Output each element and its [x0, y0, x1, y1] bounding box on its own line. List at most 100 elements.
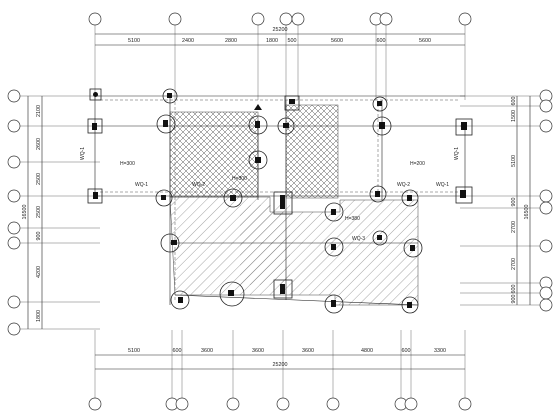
- axis-bubble: [7, 189, 21, 203]
- column: [324, 294, 344, 314]
- axis-bubble: [539, 201, 553, 215]
- slab-regions: [169, 104, 419, 306]
- column: [223, 188, 243, 208]
- column: [219, 281, 245, 307]
- north-marker: [254, 104, 262, 110]
- left-dim-1: 2100: [36, 105, 42, 117]
- column: [401, 296, 419, 314]
- bottom-dim-3: 3600: [201, 348, 213, 354]
- axis-bubble: [539, 239, 553, 253]
- dimension-lines: [20, 25, 540, 398]
- column: [170, 290, 190, 310]
- hatched-slab: [240, 205, 290, 285]
- height-label-h380: H=380: [345, 216, 360, 222]
- column: [372, 230, 388, 246]
- column: [162, 88, 178, 104]
- top-dim-6: 5600: [331, 38, 343, 44]
- axis-bubble: [379, 12, 393, 26]
- right-overall-dim: 16500: [524, 205, 530, 220]
- bottom-dim-2: 600: [173, 348, 182, 354]
- wall-label-wq1-vert: WQ-1: [80, 147, 86, 160]
- hatched-slab: [169, 196, 419, 306]
- column: [372, 96, 388, 112]
- axis-bubble: [279, 12, 293, 26]
- bottom-dim-7: 600: [402, 348, 411, 354]
- left-dim-3: 2500: [36, 173, 42, 185]
- column: [403, 238, 423, 258]
- right-axis-bubbles: [539, 89, 553, 312]
- bottom-dim-6: 4800: [361, 348, 373, 354]
- top-dim-2: 2400: [182, 38, 194, 44]
- top-dimensions: 25200 5100 2400 2800 1800 500 5600 600 5…: [128, 27, 431, 44]
- slab-pattern-area: [285, 104, 339, 199]
- top-dim-3: 2800: [225, 38, 237, 44]
- left-dim-4: 2500: [36, 206, 42, 218]
- column: [455, 186, 473, 204]
- right-dim-1: 600: [511, 97, 517, 106]
- axis-bubble: [175, 397, 189, 411]
- column: [273, 279, 293, 299]
- top-axis-bubbles: [88, 12, 472, 26]
- column: [248, 115, 268, 135]
- axis-bubble: [326, 397, 340, 411]
- right-dim-4: 900: [511, 198, 517, 207]
- column: [156, 114, 176, 134]
- wall-label-wq2-right: WQ-2: [397, 182, 410, 188]
- left-dimensions: 16500 2100 2600 2500 2500 900 4200 1800: [22, 105, 42, 322]
- axis-bubble: [251, 12, 265, 26]
- left-overall-dim: 16500: [22, 205, 28, 220]
- bottom-dimensions: 5100 600 3600 3600 3600 4800 600 3300 25…: [128, 348, 446, 368]
- axis-bubble: [276, 397, 290, 411]
- axis-bubble: [7, 322, 21, 336]
- wall-label-wq3: WQ-3: [352, 236, 365, 242]
- axis-bubble: [539, 189, 553, 203]
- axis-bubble: [7, 295, 21, 309]
- axis-bubble: [539, 298, 553, 312]
- axis-bubble: [539, 119, 553, 133]
- height-label-h200: H=200: [410, 161, 425, 167]
- height-label-h300: H=300: [120, 161, 135, 167]
- column: [155, 189, 173, 207]
- bottom-axis-bubbles: [88, 397, 472, 411]
- axis-bubble: [458, 397, 472, 411]
- column: [401, 189, 419, 207]
- column: [87, 118, 103, 134]
- axis-bubble: [7, 155, 21, 169]
- right-dim-2: 1500: [511, 110, 517, 122]
- right-dim-8: 900: [511, 295, 517, 304]
- axis-bubble: [539, 99, 553, 113]
- left-dim-5: 900: [36, 232, 42, 241]
- column: [324, 202, 344, 222]
- axis-bubble: [88, 397, 102, 411]
- slab-pattern-area: [169, 111, 259, 198]
- axis-bubble: [88, 12, 102, 26]
- axis-bubble: [404, 397, 418, 411]
- top-dim-8: 5600: [419, 38, 431, 44]
- axis-bubble: [458, 12, 472, 26]
- right-dim-3: 5100: [511, 155, 517, 167]
- right-dim-6: 2700: [511, 258, 517, 270]
- axis-bubble: [226, 397, 240, 411]
- top-dim-7: 600: [377, 38, 386, 44]
- top-dim-4: 1800: [266, 38, 278, 44]
- bottom-dim-5: 3600: [302, 348, 314, 354]
- axis-bubble: [291, 12, 305, 26]
- right-dim-7: 600: [511, 285, 517, 294]
- left-axis-bubbles: [7, 89, 21, 336]
- left-dim-6: 4200: [36, 266, 42, 278]
- axis-bubble: [7, 89, 21, 103]
- column: [87, 188, 103, 204]
- axis-bubble: [168, 12, 182, 26]
- column: [89, 88, 102, 101]
- wall-label-wq1: WQ-1: [135, 182, 148, 188]
- column: [160, 233, 180, 253]
- wall-label-wq1-right: WQ-1: [436, 182, 449, 188]
- top-dim-1: 5100: [128, 38, 140, 44]
- bottom-dim-4: 3600: [252, 348, 264, 354]
- column: [277, 117, 295, 135]
- top-dim-5: 500: [288, 38, 297, 44]
- right-dim-5: 2700: [511, 221, 517, 233]
- height-label-mid: H=300: [232, 176, 247, 182]
- top-overall-dim: 25200: [273, 27, 288, 33]
